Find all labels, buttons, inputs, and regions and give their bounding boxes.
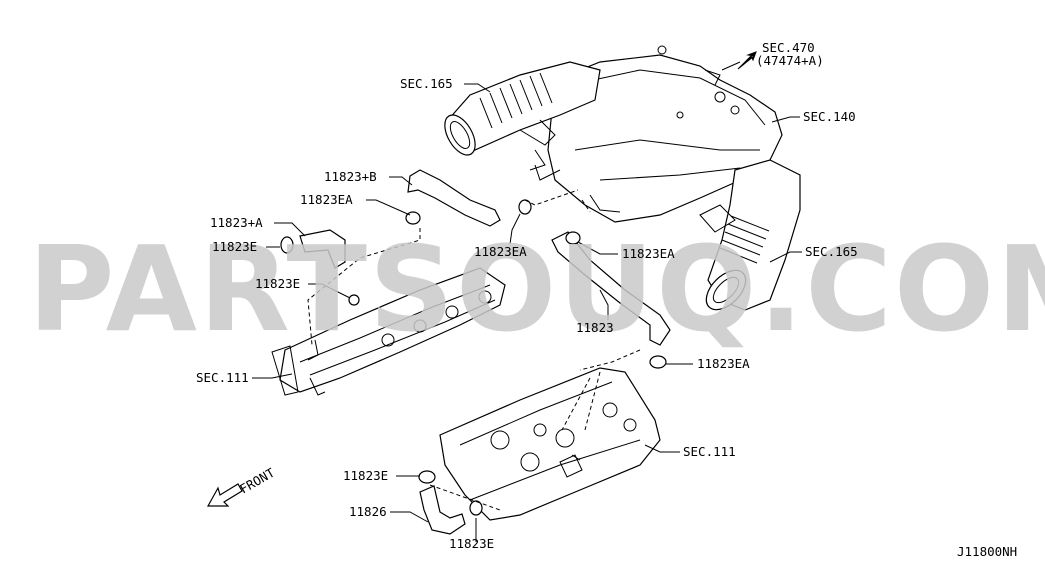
front-arrow-icon — [206, 483, 243, 507]
label-11823e-1: 11823E — [212, 239, 257, 254]
watermark: PARTSOUQ.COM — [28, 220, 1045, 358]
clamps — [280, 199, 667, 516]
callout-labels: SEC.470 (47474+A) SEC.165 SEC.140 SEC.16… — [196, 40, 858, 551]
label-11823a: 11823+A — [210, 215, 263, 230]
diagram-id: J11800NH — [957, 544, 1017, 559]
label-11826: 11826 — [349, 504, 387, 519]
rocker-cover-lower — [439, 367, 661, 521]
leader-lines — [252, 51, 802, 542]
label-sec470: SEC.470 — [762, 40, 815, 55]
label-11823e-3: 11823E — [343, 468, 388, 483]
rocker-cover-upper — [271, 267, 506, 396]
label-11823e-4: 11823E — [449, 536, 494, 551]
air-duct-left — [444, 61, 601, 171]
label-sec111-right: SEC.111 — [683, 444, 736, 459]
label-11823ea-1: 11823EA — [300, 192, 353, 207]
air-duct-right — [699, 159, 801, 311]
front-label: FRONT — [237, 465, 277, 497]
label-11823ea-3: 11823EA — [622, 246, 675, 261]
label-sec165-right: SEC.165 — [805, 244, 858, 259]
label-11823: 11823 — [576, 320, 614, 335]
label-11823ea-2: 11823EA — [474, 244, 527, 259]
label-11823e-2: 11823E — [255, 276, 300, 291]
label-sec140: SEC.140 — [803, 109, 856, 124]
label-sec111-left: SEC.111 — [196, 370, 249, 385]
dashed-connections — [307, 189, 641, 511]
hoses — [299, 169, 671, 535]
label-sec470-sub: (47474+A) — [756, 53, 824, 68]
label-11823ea-4: 11823EA — [697, 356, 750, 371]
label-11823b: 11823+B — [324, 169, 377, 184]
label-sec165-top: SEC.165 — [400, 76, 453, 91]
front-indicator: FRONT — [206, 465, 277, 507]
